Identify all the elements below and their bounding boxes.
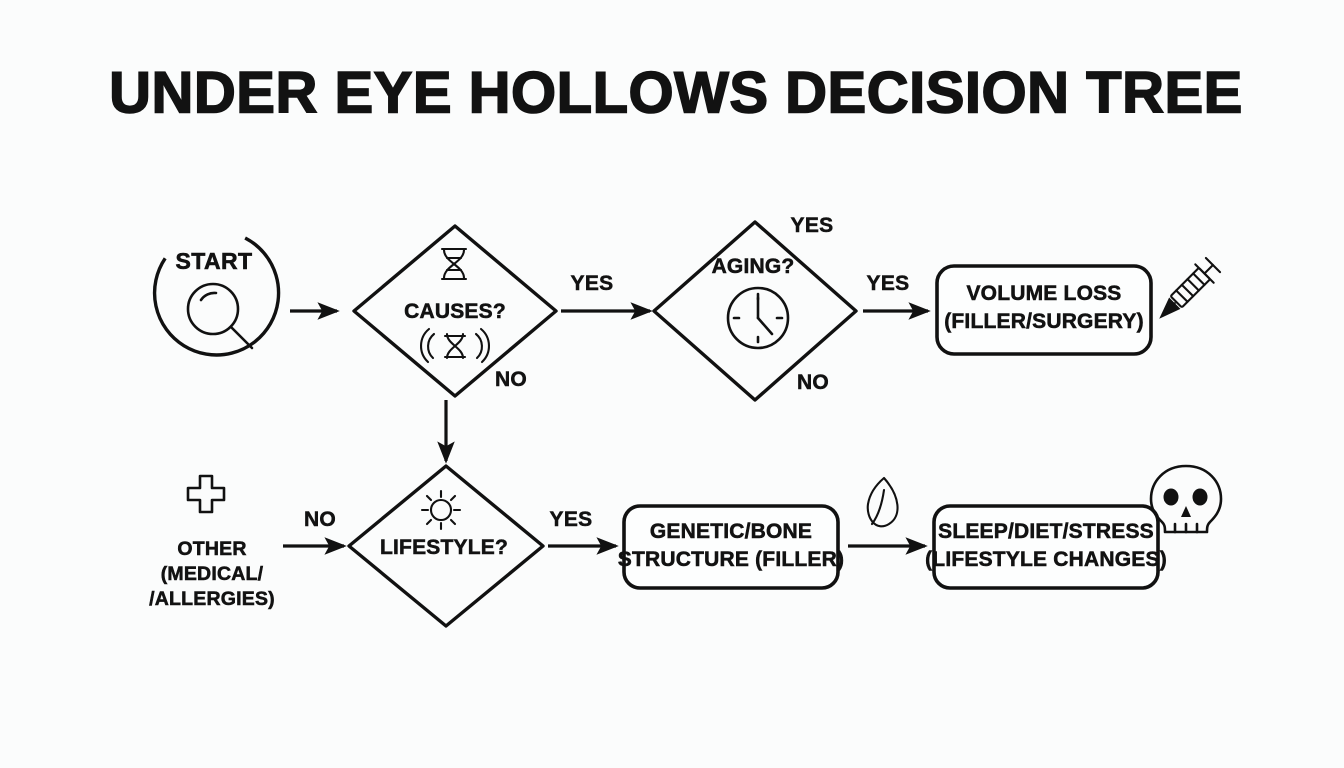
node-aging[interactable]: AGING?: [652, 220, 858, 402]
node-lifestyle[interactable]: LIFESTYLE?: [347, 464, 545, 628]
syringe-icon: [1159, 256, 1222, 319]
node-volume-loss[interactable]: VOLUME LOSS (FILLER/SURGERY): [935, 264, 1153, 356]
genetic-bone-box-outline: [622, 504, 840, 590]
clock-icon: [726, 286, 790, 350]
lifestyle-label: LIFESTYLE?: [380, 536, 508, 559]
node-sleep-diet-stress[interactable]: SLEEP/DIET/STRESS (LIFESTYLE CHANGES): [925, 504, 1167, 590]
lifestyle-diamond-outline: [347, 464, 545, 628]
aging-diamond-outline: [652, 220, 858, 402]
volume-loss-line-2: (FILLER/SURGERY): [944, 310, 1144, 333]
sun-icon: [420, 489, 462, 531]
edge-label-other-no: NO: [304, 508, 336, 531]
start-circle-outline: [152, 236, 281, 357]
other-line-1: OTHER: [177, 538, 246, 560]
start-label: START: [176, 248, 253, 274]
causes-diamond-outline: [352, 224, 558, 398]
aging-label: AGING?: [712, 255, 795, 278]
dna-helix-icon: [440, 247, 468, 281]
medical-cross-icon: [186, 474, 226, 514]
edge-label-lifestyle-yes: YES: [550, 508, 593, 531]
aging-no-label: NO: [797, 371, 829, 394]
dna-radiating-icon: [419, 327, 491, 364]
causes-label: CAUSES?: [404, 300, 506, 323]
aging-yes-label: YES: [791, 214, 834, 237]
leaf-icon: [866, 476, 899, 528]
edge-label-aging-yes: YES: [867, 272, 910, 295]
volume-loss-box-outline: [935, 264, 1153, 356]
sleep-diet-stress-line-2: (LIFESTYLE CHANGES): [925, 548, 1167, 571]
edge-label-causes-yes: YES: [571, 272, 614, 295]
node-genetic-bone[interactable]: GENETIC/BONE STRUCTURE (FILLER): [618, 504, 844, 590]
other-line-2: (MEDICAL/: [161, 563, 264, 585]
page-title: UNDER EYE HOLLOWS DECISION TREE: [109, 60, 1243, 125]
volume-loss-line-1: VOLUME LOSS: [966, 282, 1121, 305]
skull-icon: [1149, 464, 1223, 534]
magnifier-icon: [186, 282, 254, 350]
sleep-diet-stress-line-1: SLEEP/DIET/STRESS: [938, 520, 1154, 543]
genetic-bone-line-1: GENETIC/BONE: [650, 520, 812, 543]
other-line-3: /ALLERGIES): [149, 588, 275, 610]
genetic-bone-line-2: STRUCTURE (FILLER): [618, 548, 844, 571]
sleep-diet-stress-box-outline: [932, 504, 1160, 590]
node-causes[interactable]: CAUSES?: [352, 224, 558, 398]
edge-label-causes-no: NO: [495, 368, 527, 391]
node-start[interactable]: START: [148, 234, 286, 363]
node-other[interactable]: OTHER (MEDICAL/ /ALLERGIES): [149, 474, 275, 610]
